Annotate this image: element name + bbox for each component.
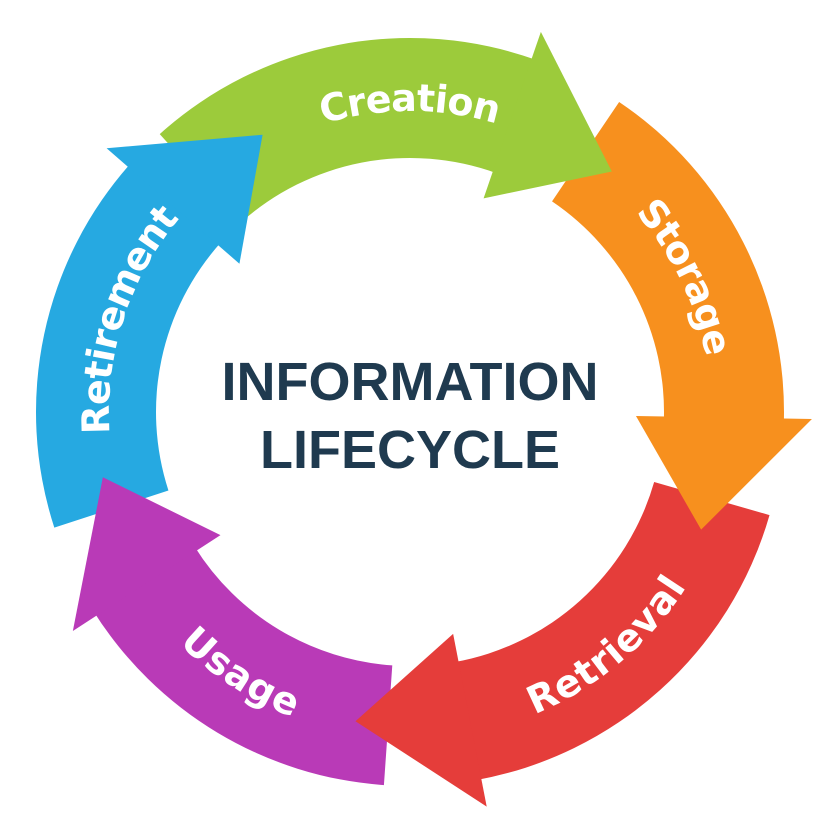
center-title-line1: INFORMATION — [222, 352, 599, 412]
retrieval-segment — [454, 482, 770, 781]
storage-segment — [552, 101, 784, 426]
creation-arrowhead — [483, 31, 612, 199]
center-title-line2: LIFECYCLE — [260, 420, 560, 480]
storage-arrowhead — [635, 415, 812, 530]
retirement-segment — [36, 161, 222, 528]
usage-segment — [92, 546, 393, 786]
usage-arrowhead — [72, 477, 221, 631]
retrieval-arrowhead — [355, 633, 487, 807]
retirement-arrowhead — [106, 134, 263, 264]
cycle-arrowheads — [72, 31, 812, 807]
